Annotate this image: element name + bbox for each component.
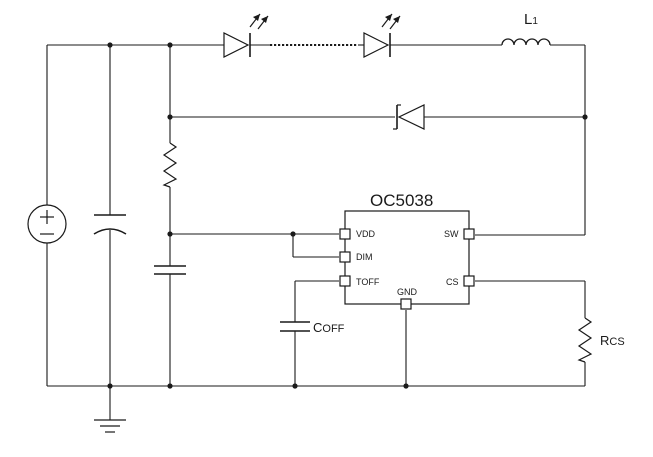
pin-cs-label: CS xyxy=(446,277,459,287)
led-2-icon xyxy=(363,13,401,58)
pin-toff-pad xyxy=(339,275,351,287)
input-capacitor-icon xyxy=(93,214,127,235)
freewheel-diode-icon xyxy=(393,104,425,130)
junction-dots xyxy=(107,42,588,389)
ground-icon xyxy=(94,419,126,433)
pin-cs-pad xyxy=(463,275,475,287)
inductor-label: L1 xyxy=(524,11,538,28)
led-1-icon xyxy=(223,13,269,58)
supply-resistor-icon xyxy=(162,142,178,188)
pin-sw-label: SW xyxy=(444,229,459,239)
inductor-icon xyxy=(501,38,551,46)
pin-dim-label: DIM xyxy=(356,252,373,262)
pin-sw-pad xyxy=(463,228,475,240)
rcs-resistor-icon xyxy=(577,317,593,363)
wires xyxy=(46,44,586,420)
pin-vdd-pad xyxy=(339,228,351,240)
coff-capacitor-icon xyxy=(280,321,310,332)
pin-dim-pad xyxy=(339,251,351,263)
pin-toff-label: TOFF xyxy=(356,277,380,287)
pin-vdd-label: VDD xyxy=(356,229,376,239)
voltage-source-icon xyxy=(27,204,67,244)
vdd-capacitor-icon xyxy=(154,265,186,275)
coff-label: COFF xyxy=(313,320,345,335)
pin-gnd-pad xyxy=(400,298,412,310)
ic-title: OC5038 xyxy=(370,191,433,210)
rcs-label: RCS xyxy=(600,333,625,348)
pin-gnd-label: GND xyxy=(397,287,418,297)
ic-oc5038: OC5038 VDD DIM TOFF GND SW CS xyxy=(339,191,475,310)
